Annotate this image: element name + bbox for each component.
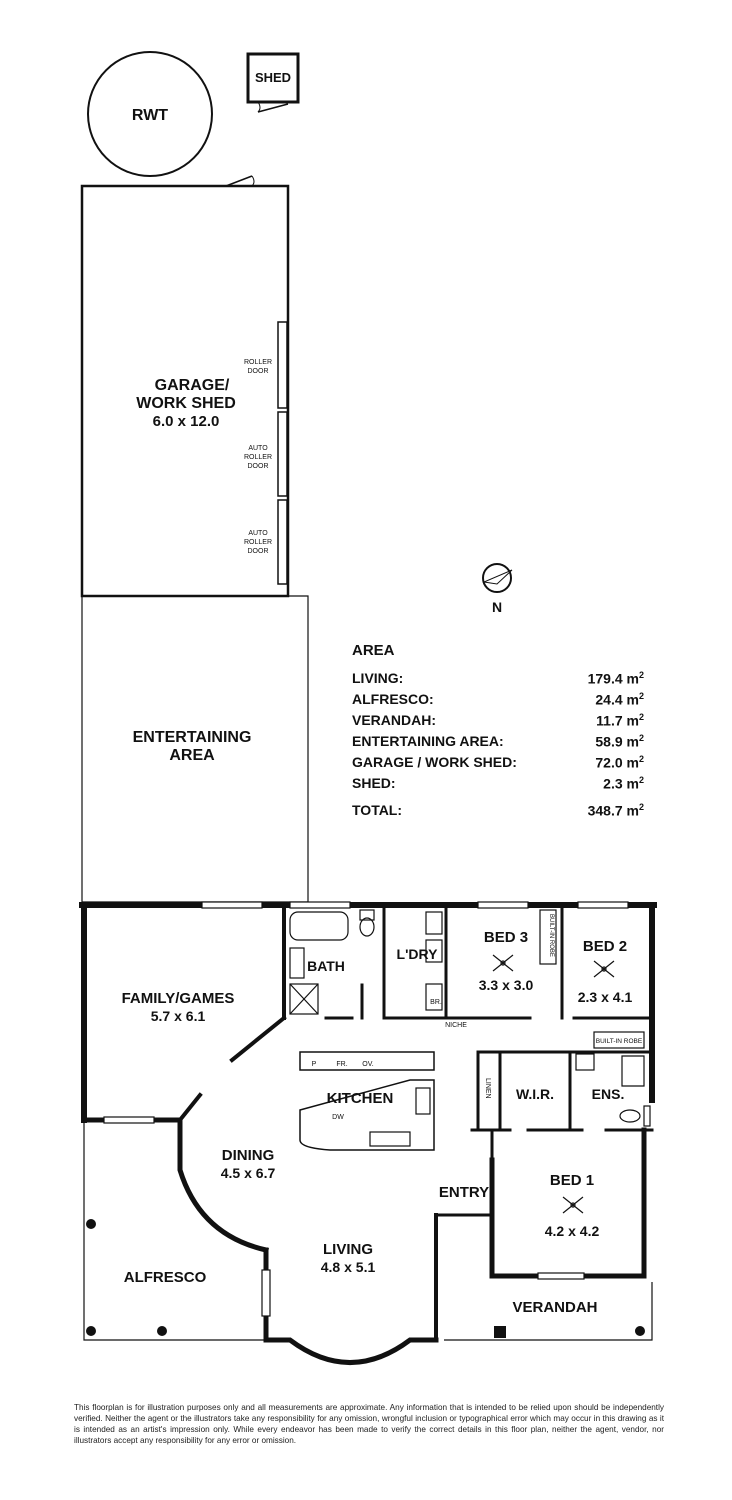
garage-dimensions: 6.0 x 12.0	[153, 413, 220, 430]
bath-label: BATH	[307, 958, 345, 974]
area-row-value: 58.9 m2	[595, 733, 644, 750]
bed1-label: BED 1	[550, 1172, 594, 1189]
area-row-total: TOTAL: 348.7 m2	[352, 802, 644, 819]
auto-roller-label-2b: ROLLER	[244, 454, 272, 461]
wir-label: W.I.R.	[516, 1086, 554, 1102]
ceiling-fan-icons	[492, 954, 615, 1214]
area-row-alfresco: ALFRESCO: 24.4 m2	[352, 691, 644, 708]
area-row-garage: GARAGE / WORK SHED: 72.0 m2	[352, 754, 644, 771]
area-row-label: GARAGE / WORK SHED:	[352, 754, 517, 770]
auto-roller-label-3b: ROLLER	[244, 539, 272, 546]
entertaining-label-2: AREA	[169, 747, 215, 764]
area-row-living: LIVING: 179.4 m2	[352, 670, 644, 687]
dining-label: DINING	[222, 1147, 275, 1164]
area-total-value: 348.7 m2	[587, 802, 644, 819]
auto-roller-label-3a: AUTO	[248, 530, 268, 537]
area-row-value: 24.4 m2	[595, 691, 644, 708]
roller-door-2	[277, 411, 288, 497]
bed3-dimensions: 3.3 x 3.0	[479, 977, 534, 993]
bed2-robe-label: BUILT-IN ROBE	[596, 1038, 643, 1045]
bed2-label: BED 2	[583, 938, 627, 955]
niche-label: NICHE	[445, 1022, 467, 1029]
laundry-label: L'DRY	[397, 946, 439, 962]
roller-door-label-1a: ROLLER	[244, 359, 272, 366]
rwt-tank	[87, 51, 213, 177]
kitchen-label: KITCHEN	[327, 1090, 394, 1107]
garage-label-2: WORK SHED	[136, 395, 236, 412]
oven-label: OV.	[362, 1061, 373, 1068]
area-row-verandah: VERANDAH: 11.7 m2	[352, 712, 644, 729]
family-dimensions: 5.7 x 6.1	[151, 1008, 206, 1024]
living-dimensions: 4.8 x 5.1	[321, 1259, 376, 1275]
roller-door-1	[277, 321, 288, 409]
ensuite-label: ENS.	[592, 1086, 625, 1102]
area-row-shed: SHED: 2.3 m2	[352, 775, 644, 792]
auto-roller-label-2a: AUTO	[248, 445, 268, 452]
area-row-value: 2.3 m2	[603, 775, 644, 792]
dining-dimensions: 4.5 x 6.7	[221, 1165, 276, 1181]
area-row-label: LIVING:	[352, 670, 404, 686]
area-title: AREA	[352, 642, 395, 659]
auto-roller-label-3c: DOOR	[248, 548, 269, 555]
pantry-label: P	[312, 1061, 317, 1068]
living-label: LIVING	[323, 1241, 373, 1258]
area-row-label: VERANDAH:	[352, 712, 436, 728]
shed-outline	[246, 52, 300, 104]
auto-roller-label-2c: DOOR	[248, 463, 269, 470]
fridge-label: FR.	[336, 1061, 347, 1068]
garage-outline	[80, 184, 290, 598]
dishwasher-label: DW	[332, 1114, 344, 1121]
area-row-label: ALFRESCO:	[352, 691, 434, 707]
roller-door-label-1b: DOOR	[248, 368, 269, 375]
rwt-label: RWT	[132, 107, 168, 124]
bed3-robe-label: BUILT-IN ROBE	[548, 914, 554, 957]
roller-door-3	[277, 499, 288, 585]
shed-label: SHED	[255, 70, 291, 85]
outdoor-areas	[83, 1122, 653, 1341]
family-label: FAMILY/GAMES	[122, 990, 235, 1007]
disclaimer-text: This floorplan is for illustration purpo…	[74, 1403, 664, 1445]
garage-label-1: GARAGE/	[155, 377, 230, 394]
fixtures	[289, 909, 645, 1147]
area-row-entertaining: ENTERTAINING AREA: 58.9 m2	[352, 733, 644, 750]
entertaining-label-1: ENTERTAINING	[133, 729, 252, 746]
compass-north-label: N	[492, 599, 502, 615]
area-row-value: 11.7 m2	[596, 712, 644, 729]
area-row-label: ENTERTAINING AREA:	[352, 733, 504, 749]
alfresco-label: ALFRESCO	[124, 1269, 207, 1286]
linen-label: LINEN	[484, 1078, 491, 1099]
verandah-label: VERANDAH	[512, 1299, 597, 1316]
area-row-value: 72.0 m2	[595, 754, 644, 771]
posts	[86, 1219, 645, 1338]
bed2-dimensions: 2.3 x 4.1	[578, 989, 633, 1005]
house-walls	[79, 902, 657, 1365]
area-total-label: TOTAL:	[352, 802, 403, 818]
area-row-label: SHED:	[352, 775, 396, 791]
compass-icon	[482, 563, 513, 593]
entry-label: ENTRY	[439, 1184, 489, 1201]
bed1-dimensions: 4.2 x 4.2	[545, 1223, 600, 1239]
area-row-value: 179.4 m2	[587, 670, 644, 687]
broom-label: BR.	[430, 999, 442, 1006]
bed3-label: BED 3	[484, 929, 528, 946]
windows	[103, 901, 651, 1317]
